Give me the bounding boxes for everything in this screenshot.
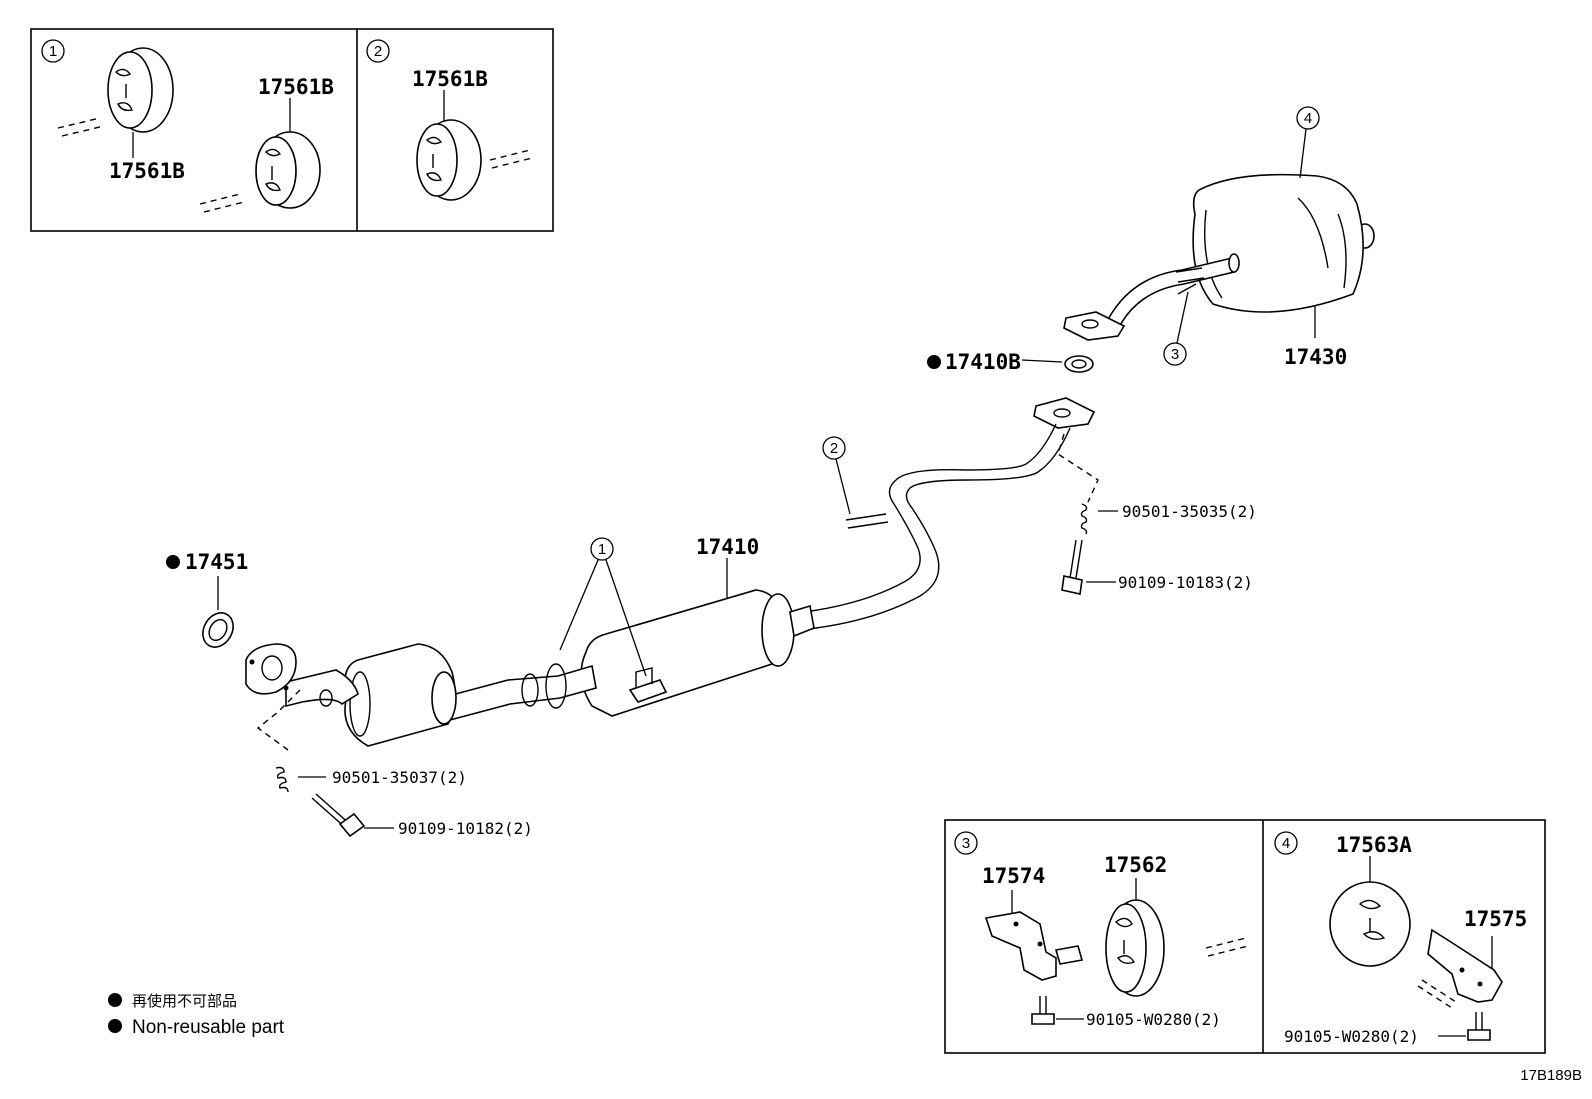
inset-box-bottom <box>944 819 1546 1054</box>
figure-reference: 17B189B <box>1520 1067 1582 1084</box>
svg-text:1: 1 <box>598 541 606 558</box>
part-17430: 17430 <box>1284 345 1347 369</box>
hanger-rod-a <box>57 117 105 137</box>
non-reusable-marker-17451 <box>166 555 180 569</box>
hanger-rubber-17563A <box>1329 881 1411 967</box>
callout-4-inset: 4 <box>1274 831 1298 855</box>
hanger-rod-17575 <box>1417 979 1457 1009</box>
legend: 再使用不可部品 Non-reusable part <box>108 992 285 1038</box>
svg-text:4: 4 <box>1304 110 1312 127</box>
svg-text:2: 2 <box>374 43 382 60</box>
legend-text-cn: 再使用不可部品 <box>132 992 237 1010</box>
inset-box-top <box>30 28 554 232</box>
part-17561B-c: 17561B <box>412 67 488 91</box>
svg-text:3: 3 <box>962 835 970 852</box>
part-17561B-a: 17561B <box>109 159 185 183</box>
gasket-17410B <box>1064 355 1094 373</box>
spring-bolt-rear <box>1057 433 1099 595</box>
bracket-17575 <box>1427 928 1503 1003</box>
part-17410B: 17410B <box>945 350 1021 374</box>
part-17561B-b: 17561B <box>258 75 334 99</box>
exhaust-pipe-assembly <box>245 397 1096 747</box>
hanger-rubber-17562 <box>1105 899 1165 997</box>
part-90105-W0280-a: 90105-W0280(2) <box>1086 1010 1221 1029</box>
callout-1-main: 1 <box>559 537 647 677</box>
part-90109-10182: 90109-10182(2) <box>398 819 533 838</box>
gasket-17451 <box>202 612 234 648</box>
callout-3-inset: 3 <box>954 831 978 855</box>
part-17562: 17562 <box>1104 853 1167 877</box>
hanger-rod-17562 <box>1205 937 1249 957</box>
bolt-90105-a <box>1031 996 1055 1025</box>
spring-bolt-front <box>256 689 366 838</box>
svg-text:4: 4 <box>1282 835 1290 852</box>
callout-3-main: 3 <box>1163 291 1189 366</box>
part-17451: 17451 <box>185 550 248 574</box>
part-90105-W0280-b: 90105-W0280(2) <box>1284 1027 1419 1046</box>
non-reusable-marker-17410B <box>927 355 941 369</box>
callout-1-inset: 1 <box>41 39 65 63</box>
tail-pipe-muffler <box>1063 173 1375 341</box>
svg-text:3: 3 <box>1171 346 1179 363</box>
legend-text-en: Non-reusable part <box>132 1017 285 1038</box>
part-90109-10183: 90109-10183(2) <box>1118 573 1253 592</box>
part-17410: 17410 <box>696 535 759 559</box>
hanger-rubber-b <box>255 131 321 209</box>
hanger-rubber-a <box>107 47 174 133</box>
hanger-rod-b <box>199 193 245 213</box>
hanger-rod-c <box>489 149 533 169</box>
legend-dot-1 <box>108 993 122 1007</box>
part-90501-35035: 90501-35035(2) <box>1122 502 1257 521</box>
part-17575: 17575 <box>1464 907 1527 931</box>
callout-2-inset: 2 <box>366 39 390 63</box>
part-17574: 17574 <box>982 864 1045 888</box>
callout-2-main: 2 <box>822 436 851 515</box>
legend-dot-2 <box>108 1019 122 1033</box>
svg-text:2: 2 <box>830 440 838 457</box>
hanger-rubber-c <box>416 119 482 201</box>
part-17563A: 17563A <box>1336 833 1412 857</box>
bracket-17574 <box>984 911 1084 981</box>
svg-text:1: 1 <box>49 43 57 60</box>
bolt-90105-b <box>1467 1012 1491 1041</box>
part-90501-35037: 90501-35037(2) <box>332 768 467 787</box>
callout-4-main: 4 <box>1296 106 1320 179</box>
